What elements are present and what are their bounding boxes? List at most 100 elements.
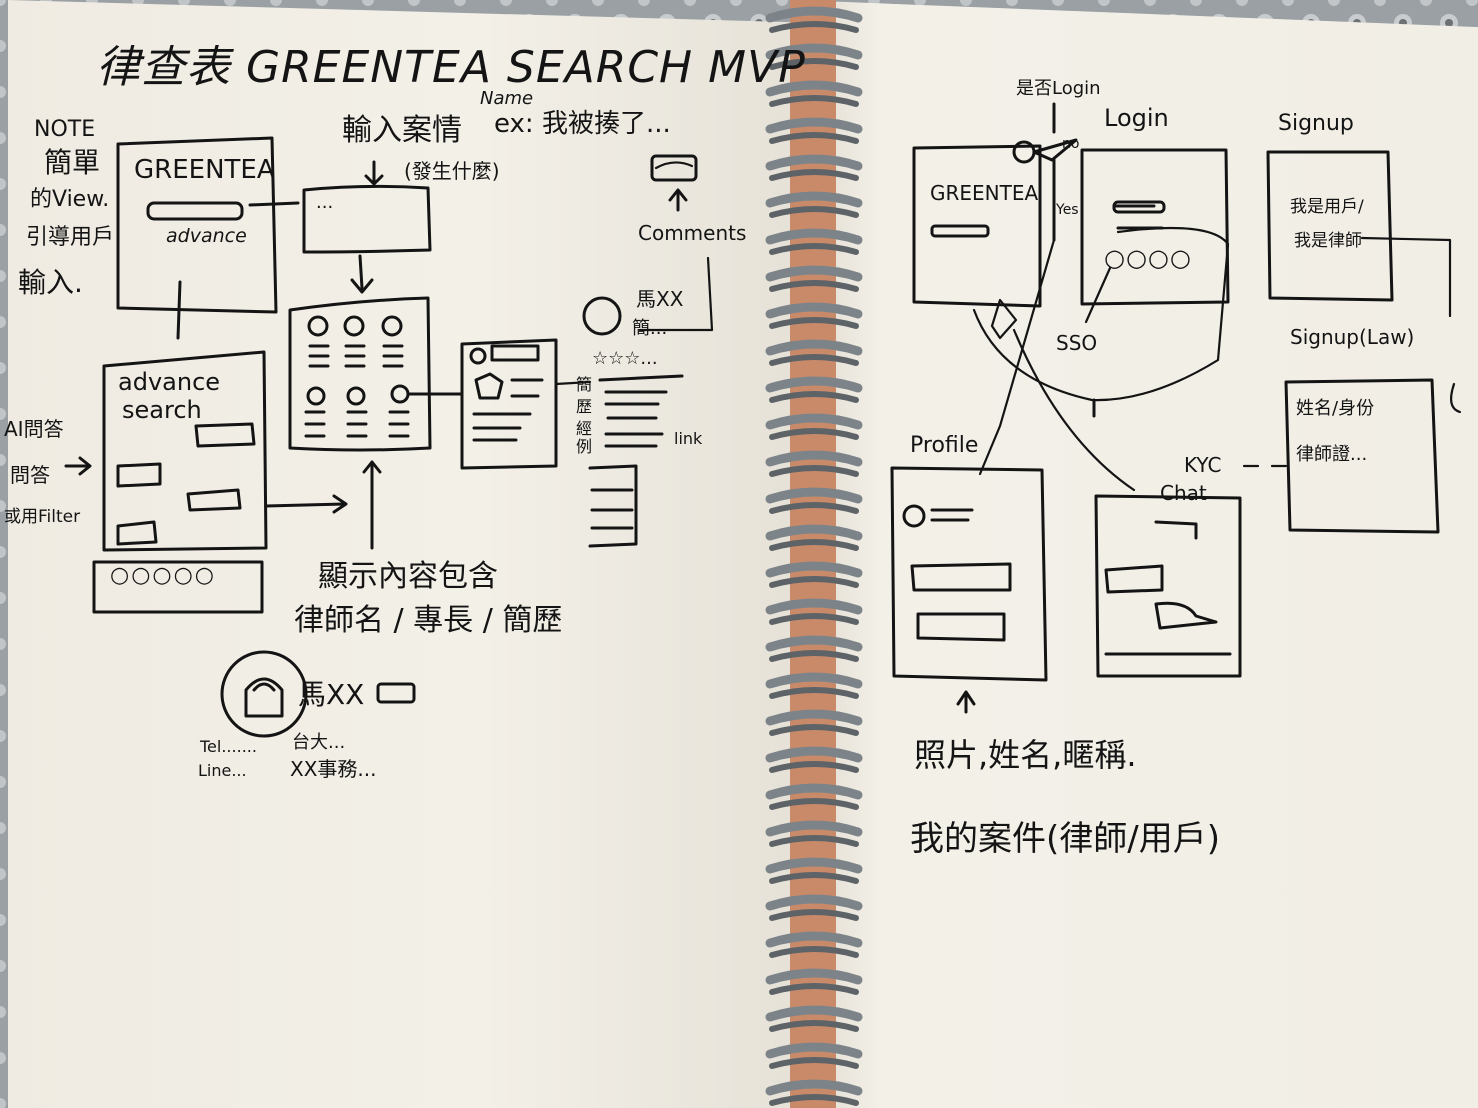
sketch-title: 律查表 GREENTEA SEARCH MVP <box>96 42 806 93</box>
binding-ring <box>765 524 863 551</box>
home-search-bar <box>146 201 244 221</box>
advance-link: advance <box>166 225 247 247</box>
binding-ring <box>765 487 863 514</box>
binding-ring <box>765 302 863 329</box>
comments-widget: Comments <box>638 154 746 332</box>
svg-text:問答: 問答 <box>10 463 50 487</box>
signup-box: Signup 我是用戶/ 我是律師 <box>1266 111 1452 318</box>
svg-text:Tel.......: Tel....... <box>199 737 257 756</box>
spiral-binding <box>765 0 863 1108</box>
svg-text:簡單: 簡單 <box>44 146 100 179</box>
svg-text:經: 經 <box>576 419 592 438</box>
binding-ring <box>765 43 863 70</box>
binding-ring <box>765 1079 863 1106</box>
svg-text:引導用戶: 引導用戶 <box>26 225 114 250</box>
case-input-sublabel: (發生什麼) <box>404 159 500 183</box>
example-text: ex: 我被揍了... <box>494 109 671 139</box>
binding-ring <box>765 413 863 440</box>
notebook-left-page <box>8 0 790 1108</box>
svg-text:簡...: 簡... <box>632 318 667 339</box>
svg-text:歷: 歷 <box>576 397 592 416</box>
profile-note-1: 照片,姓名,暱稱. <box>914 736 1137 774</box>
binding-spine <box>790 0 836 1108</box>
profile-note-2: 我的案件(律師/用戶) <box>910 819 1220 859</box>
note-text: NOTE 簡單 的View. 引導用戶 輸入. <box>18 117 114 299</box>
greentea-logo: GREENTEA <box>134 155 275 185</box>
svg-text:AI問答: AI問答 <box>4 417 64 441</box>
svg-text:Profile: Profile <box>910 433 978 458</box>
chat-box: KYC Chat <box>978 238 1288 678</box>
notebook-right-page <box>795 0 1478 1108</box>
svg-text:馬XX: 馬XX <box>636 287 684 311</box>
yes-no-label-yes: Yes <box>1055 202 1079 218</box>
detail-card-box <box>460 338 558 470</box>
svg-text:輸入.: 輸入. <box>18 266 83 299</box>
signup-lawyer-box: Signup(Law) 姓名/身份 律師證... <box>1284 325 1462 534</box>
case-input-placeholder: ... <box>316 192 333 213</box>
binding-ring <box>765 894 863 921</box>
lawyer-card-sketch: 馬XX Tel....... 台大... Line... XX事務... <box>198 650 416 781</box>
ai-note: AI問答 問答 或用Filter <box>4 417 92 527</box>
svg-text:NOTE: NOTE <box>34 117 95 142</box>
binding-ring <box>765 635 863 662</box>
svg-text:我是律師: 我是律師 <box>1294 231 1362 251</box>
comments-label: Comments <box>638 221 746 245</box>
binding-ring <box>765 746 863 773</box>
binding-ring <box>765 968 863 995</box>
binding-ring <box>765 228 863 255</box>
results-grid-box <box>288 296 464 452</box>
binding-ring <box>765 783 863 810</box>
svg-text:☆☆☆...: ☆☆☆... <box>592 348 658 369</box>
binding-ring <box>765 1042 863 1069</box>
binding-ring <box>765 339 863 366</box>
binding-ring <box>765 1005 863 1032</box>
svg-text:Chat: Chat <box>1160 481 1207 505</box>
results-note: 顯示內容包含 律師名 / 專長 / 簡歷 <box>294 460 562 638</box>
svg-text:advance: advance <box>118 368 220 396</box>
svg-text:SSO: SSO <box>1056 331 1097 355</box>
svg-text:○○○○○: ○○○○○ <box>110 563 216 588</box>
svg-text:Signup: Signup <box>1278 111 1354 136</box>
svg-text:我是用戶/: 我是用戶/ <box>1290 197 1364 217</box>
binding-ring <box>765 376 863 403</box>
example-prefix: Name <box>480 88 533 109</box>
svg-text:例: 例 <box>576 437 592 456</box>
svg-text:Line...: Line... <box>198 761 247 780</box>
binding-ring <box>765 154 863 181</box>
svg-text:Signup(Law): Signup(Law) <box>1290 325 1414 349</box>
svg-text:簡: 簡 <box>576 375 592 394</box>
binding-ring <box>765 191 863 218</box>
profile-box: Profile <box>890 433 1048 714</box>
binding-ring <box>765 6 863 33</box>
result-item-icons <box>304 315 410 438</box>
svg-text:的View.: 的View. <box>30 187 109 212</box>
advance-search-box: advance search ○○○○○ <box>92 350 348 614</box>
binding-ring <box>765 820 863 847</box>
svg-text:KYC: KYC <box>1184 453 1222 477</box>
detail-side-list: 馬XX 簡... ☆☆☆... 簡 歷 經 例 link <box>554 287 703 548</box>
svg-text:馬XX: 馬XX <box>298 678 364 711</box>
binding-ring <box>765 80 863 107</box>
svg-text:GREENTEA: GREENTEA <box>930 181 1038 205</box>
svg-text:顯示內容包含: 顯示內容包含 <box>318 559 498 594</box>
svg-text:或用Filter: 或用Filter <box>4 507 80 527</box>
svg-text:link: link <box>674 429 703 448</box>
case-input-label: 輸入案情 <box>342 113 462 148</box>
svg-text:台大...: 台大... <box>292 732 345 753</box>
right-home-box: GREENTEA <box>912 138 1078 340</box>
binding-ring <box>765 672 863 699</box>
svg-text:Login: Login <box>1104 104 1169 132</box>
login-box: Login ○○○○ SSO <box>972 104 1230 418</box>
binding-ring <box>765 450 863 477</box>
binding-ring <box>765 598 863 625</box>
case-input-box: 輸入案情 (發生什麼) Name ex: 我被揍了... ... <box>302 88 671 294</box>
svg-text:XX事務...: XX事務... <box>290 757 376 781</box>
login-question: 是否Login <box>1016 78 1101 99</box>
binding-ring <box>765 561 863 588</box>
yes-no-label-no: no <box>1062 136 1079 152</box>
binding-ring <box>765 857 863 884</box>
home-screen-box: GREENTEA advance <box>116 136 300 340</box>
svg-text:律師名 / 專長 / 簡歷: 律師名 / 專長 / 簡歷 <box>294 603 562 638</box>
svg-text:律師證...: 律師證... <box>1296 444 1367 465</box>
